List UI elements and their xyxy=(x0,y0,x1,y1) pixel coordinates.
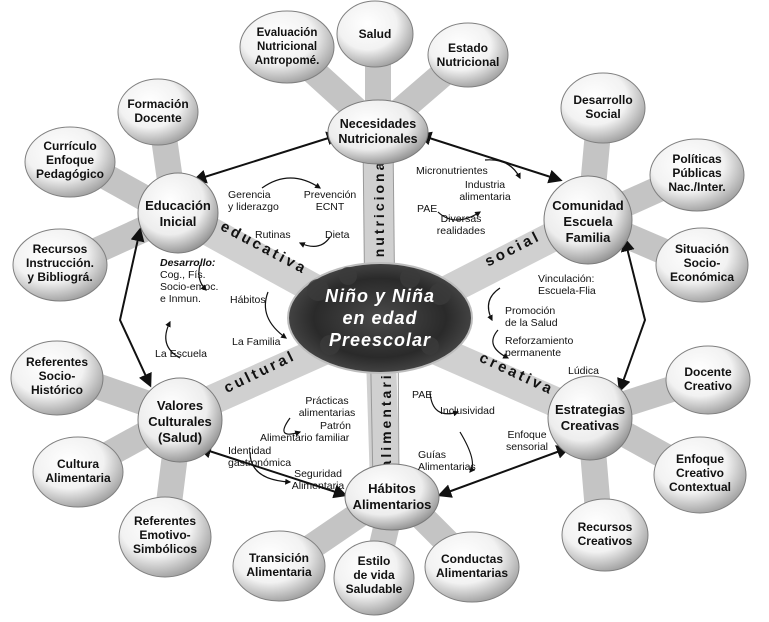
note-dieta: Dieta xyxy=(325,229,350,241)
note-pae-bottom: PAE xyxy=(412,389,432,401)
note-ludica: Lúdica xyxy=(568,365,599,377)
note-micronutrientes: Micronutrientes xyxy=(416,165,488,177)
small-arrows xyxy=(165,159,626,485)
note-escuela: La Escuela xyxy=(155,348,207,360)
note-rutinas: Rutinas xyxy=(255,229,291,241)
svg-text:Salud: Salud xyxy=(359,27,392,41)
note-habitos: Hábitos xyxy=(230,294,266,306)
note-inclusividad: Inclusividad xyxy=(440,405,495,417)
note-pae-top: PAE xyxy=(417,203,437,215)
note-patron: Patrón xyxy=(320,420,351,432)
note-familia: La Familia xyxy=(232,336,281,348)
note-desarrollo-title: Desarrollo: xyxy=(160,257,215,269)
note-alimentario-familiar: Alimentario familiar xyxy=(260,432,350,444)
note-desarrollo: Cog., Fís.Socio-emoc.e Inmun. xyxy=(160,269,218,305)
connector-arrows xyxy=(118,131,647,499)
bubble-salud: Salud xyxy=(336,0,414,68)
note-vinculacion: Vinculación:Escuela-Flia xyxy=(538,273,596,297)
axis-nutricional: nutricional xyxy=(371,153,387,258)
axis-alimentaria: alimentaria xyxy=(378,362,394,469)
